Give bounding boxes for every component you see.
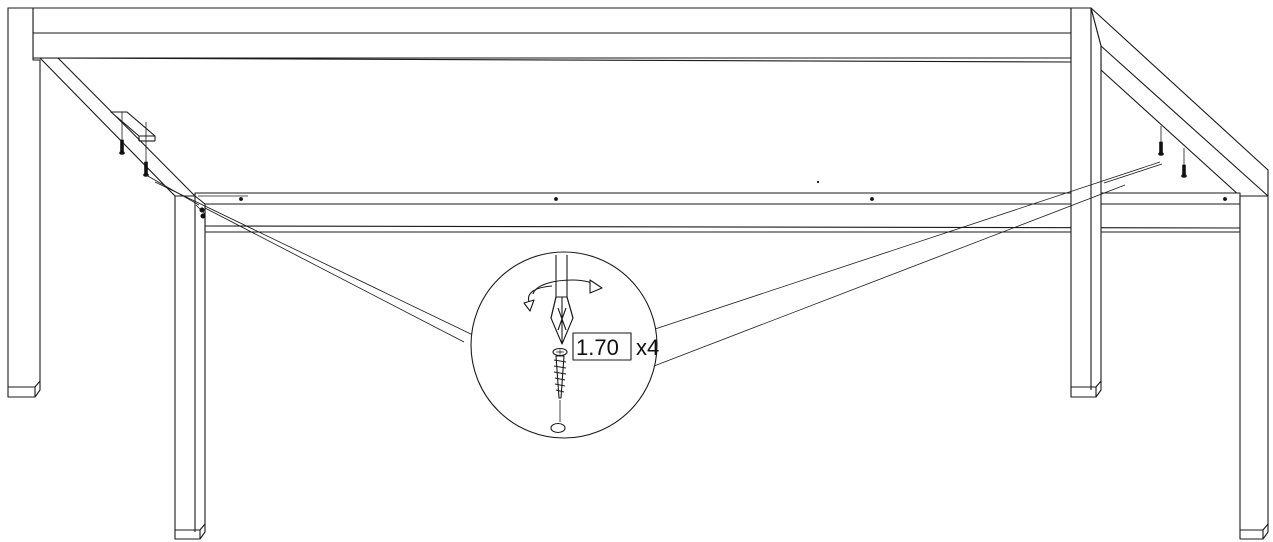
screw-icon	[552, 347, 568, 399]
right-side-rail	[1090, 7, 1269, 197]
front-left-leg	[174, 195, 206, 540]
screw-icon	[1158, 141, 1164, 156]
back-right-leg	[1070, 7, 1102, 398]
left-corner-bracket	[110, 111, 200, 206]
screw-icon	[143, 161, 149, 177]
front-right-leg	[1239, 195, 1269, 540]
screw-icon	[1181, 164, 1187, 178]
screw-icon	[119, 139, 125, 155]
right-corner-screws	[1103, 126, 1187, 184]
left-side-rail	[39, 57, 196, 197]
back-left-leg	[7, 7, 41, 398]
rotate-clockwise-icon	[523, 279, 603, 312]
detail-callout: 1.70 x4	[470, 251, 659, 439]
part-code-text: 1.70	[576, 335, 619, 360]
back-rail	[32, 7, 1072, 63]
callout-leader-lines	[154, 161, 1161, 367]
screwdriver-icon	[550, 255, 574, 345]
quantity-label: x4	[636, 335, 659, 360]
pilot-hole-icon	[550, 422, 566, 434]
part-code-label: 1.70	[572, 332, 632, 361]
front-rail-end-screws	[195, 204, 206, 219]
